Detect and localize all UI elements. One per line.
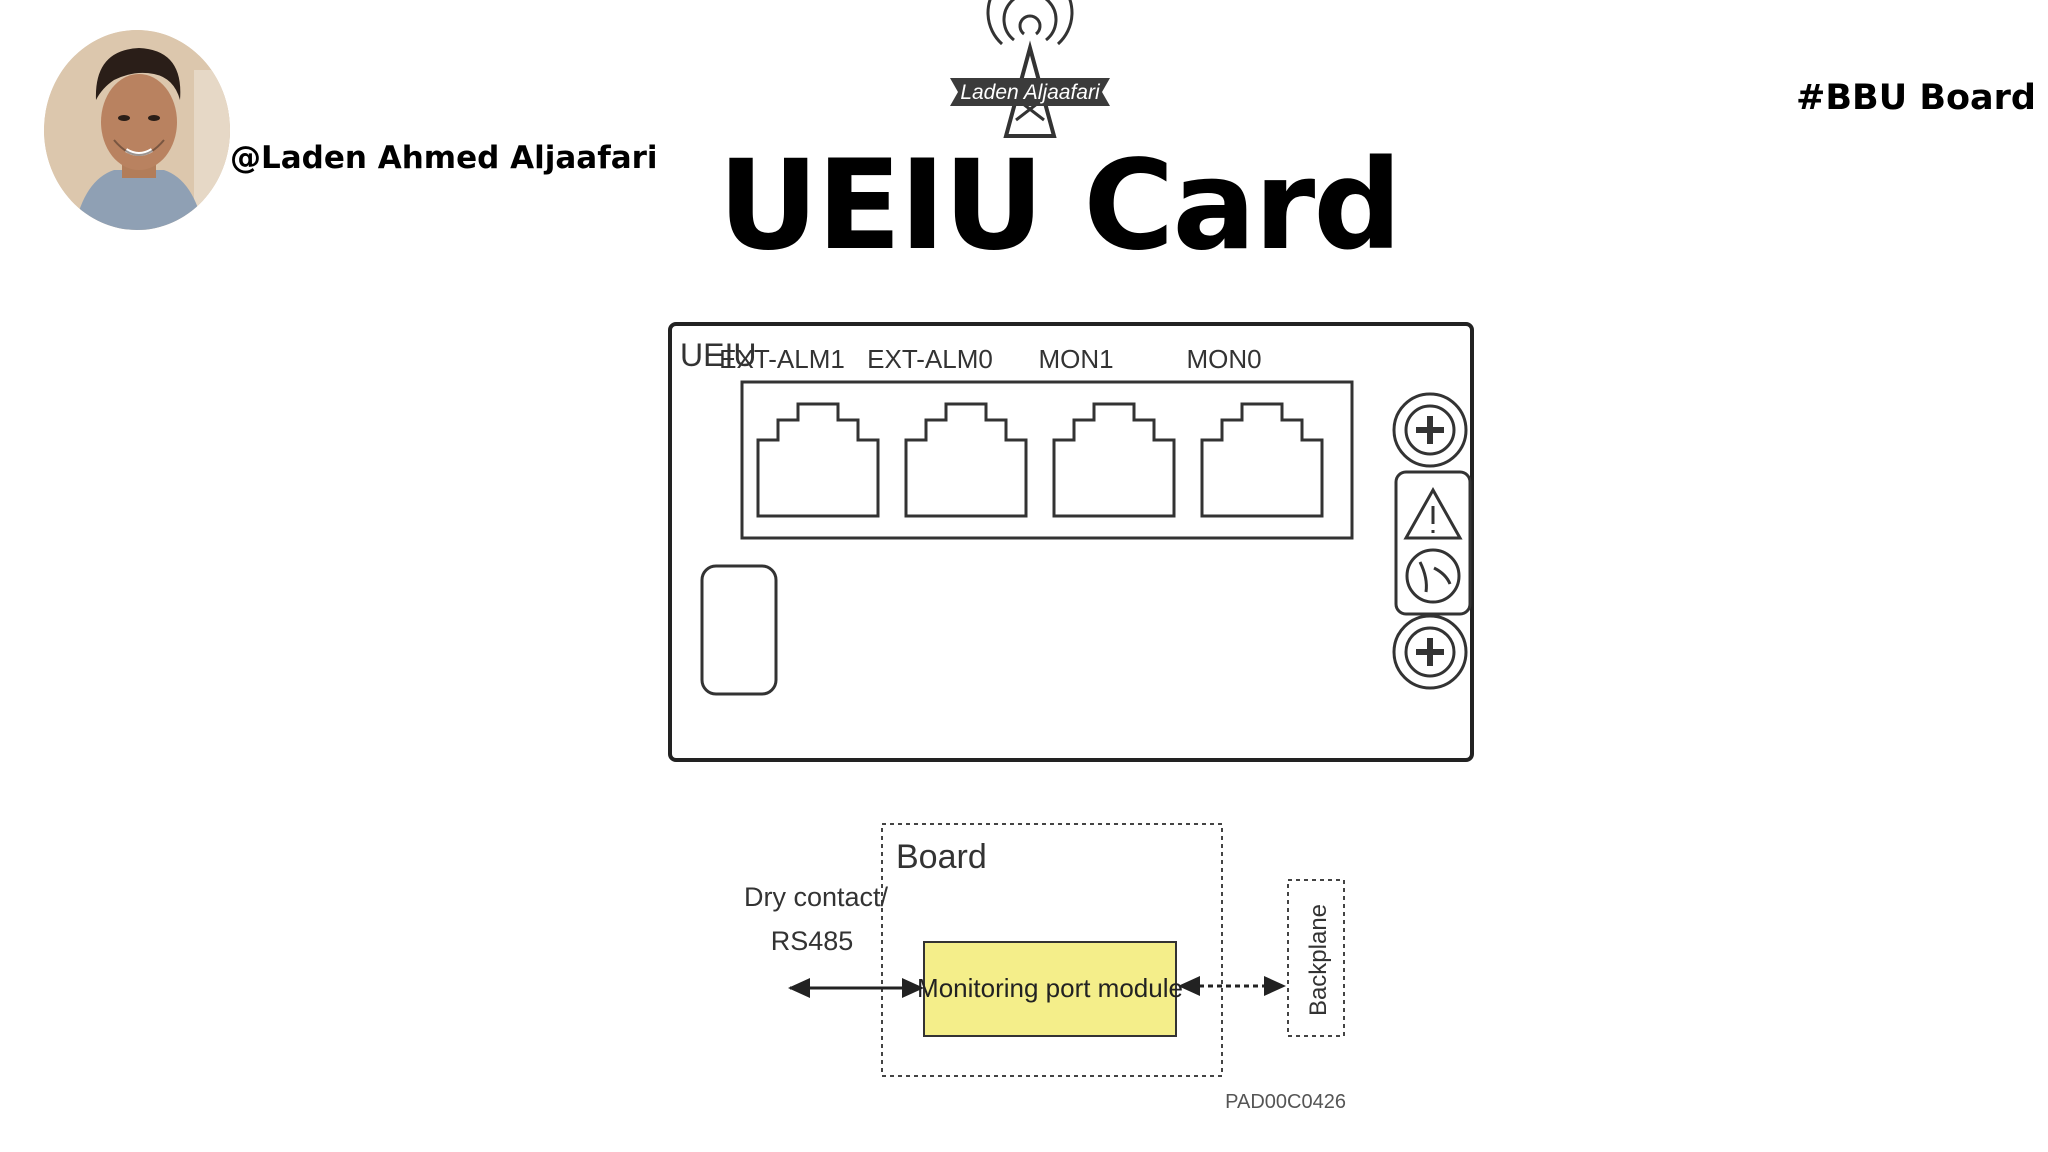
author-avatar: [44, 30, 230, 230]
ueiu-front-panel: UEIU EXT-ALM1 EXT-ALM0 MON1 MON0: [668, 322, 1476, 762]
esd-caution-icon: [1405, 548, 1461, 604]
warning-label-plate: [1394, 470, 1472, 616]
rj45-port-ext-alm0[interactable]: [904, 402, 1028, 518]
figure-code: PAD00C0426: [1225, 1091, 1346, 1113]
port-label-mon1: MON1: [1038, 344, 1113, 374]
screw-bottom-icon: [1392, 614, 1468, 690]
panel-board-label: UEIU: [680, 337, 756, 373]
page-title: UEIU Card: [718, 134, 1402, 278]
board-boundary: [881, 823, 1223, 1077]
port-bay: [740, 380, 1354, 540]
backplane-box: [1287, 879, 1345, 1037]
screw-top-icon: [1392, 392, 1468, 468]
port-label-ext-alm0: EXT-ALM0: [867, 344, 993, 374]
monitoring-port-module-label: Monitoring port module: [917, 973, 1183, 1003]
port-label-mon0: MON0: [1186, 344, 1261, 374]
handle-slot: [700, 564, 778, 696]
warning-triangle-icon: [1403, 486, 1463, 540]
logo-text: Laden Aljaafari: [960, 81, 1101, 104]
author-handle: @Laden Ahmed Aljaafari: [230, 140, 658, 176]
port-label-ext-alm1: EXT-ALM1: [719, 344, 845, 374]
logo-ribbon: [950, 78, 1110, 106]
block-diagram: Board Dry contact/ RS485 Monitoring port…: [740, 810, 1380, 1120]
hashtag-label: #BBU Board: [1796, 78, 2036, 118]
rj45-port-ext-alm1[interactable]: [756, 402, 880, 518]
antenna-tower-icon: [986, 0, 1074, 138]
panel-outline: [668, 322, 1474, 762]
rj45-port-mon0[interactable]: [1200, 402, 1324, 518]
monitoring-port-module-box: [923, 941, 1177, 1037]
board-label: Board: [896, 838, 987, 876]
left-interface-label-line1: Dry contact/: [744, 882, 889, 912]
backplane-label: Backplane: [1305, 904, 1332, 1016]
dry-contact-arrow: [788, 978, 924, 998]
rj45-port-mon1[interactable]: [1052, 402, 1176, 518]
backplane-arrow: [1178, 976, 1286, 996]
avatar-portrait-image: [44, 30, 230, 230]
left-interface-label-line2: RS485: [771, 926, 854, 956]
brand-logo: Laden Aljaafari: [940, 0, 1120, 140]
